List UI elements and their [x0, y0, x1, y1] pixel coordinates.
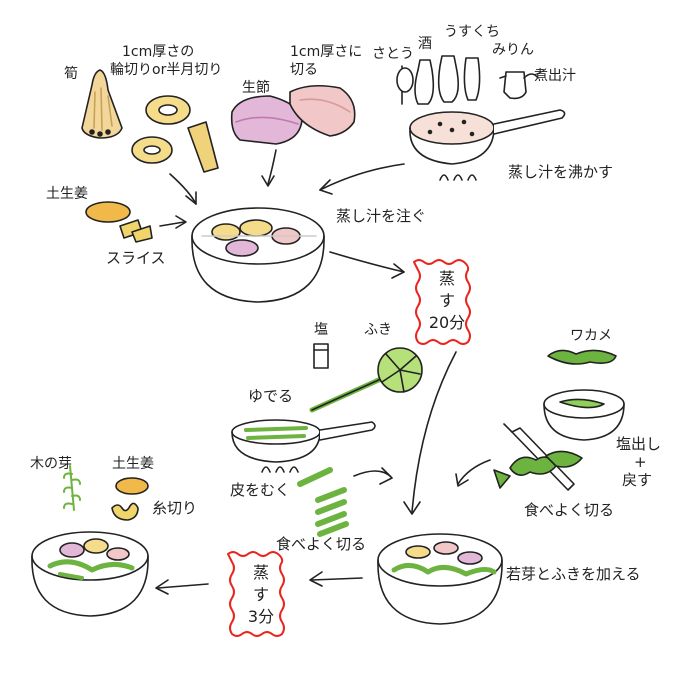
label-usukuchi: うすくち — [444, 24, 500, 40]
knife-icon — [493, 423, 583, 491]
kinome-icon — [63, 465, 81, 511]
label-bamboo-cut-1: 1cm厚さの — [122, 44, 195, 60]
arrow-bamboo — [169, 173, 197, 205]
fuki-icon — [309, 347, 423, 413]
ginger-icon — [85, 201, 153, 243]
steam-stamp-1-line-3: 20分 — [428, 313, 466, 332]
label-sugar: さとう — [372, 46, 414, 62]
steam-stamp-2-border — [227, 551, 285, 637]
label-kinome: 木の芽 — [30, 456, 72, 472]
label-mirin: みりん — [492, 42, 534, 58]
boiling-pan-icon — [231, 419, 376, 473]
label-ginger: 土生姜 — [46, 186, 88, 202]
seasoning-bottles-icon — [396, 55, 539, 105]
label-boil-stock: 蒸し汁を沸かす — [508, 163, 614, 181]
fuki-pieces-icon — [297, 467, 349, 537]
label-bamboo: 筍 — [64, 66, 78, 82]
arrow-to-steam1 — [329, 251, 405, 273]
bonito-icon — [230, 84, 356, 145]
stock-pot-icon — [409, 109, 566, 181]
label-peel: 皮をむく — [230, 481, 291, 499]
label-desalt-3: 戻す — [622, 471, 653, 489]
label-bamboo-cut-2: 輪切りor半月切り — [110, 62, 223, 78]
steam-stamp-2-line-3: 3分 — [247, 607, 275, 626]
arrow-ginger — [159, 221, 185, 227]
main-bowl-icon — [191, 207, 325, 303]
label-wakame: ワカメ — [570, 328, 612, 344]
label-sake: 酒 — [418, 36, 432, 52]
label-add: 若芽とふきを加える — [506, 565, 641, 583]
steam-stamp-1: 蒸 す 20分 — [420, 268, 474, 334]
label-bonito-cut-2: 切る — [290, 62, 318, 78]
bamboo-slice-icon — [131, 95, 219, 173]
label-cut-fuki: 食べよく切る — [276, 535, 367, 553]
bamboo-shoot-icon — [81, 69, 123, 139]
label-boil: ゆでる — [248, 387, 294, 405]
label-slice: スライス — [106, 249, 166, 267]
label-desalt-2: + — [634, 453, 647, 471]
steam-stamp-1-line-1: 蒸 — [438, 269, 455, 288]
steam-stamp-2: 蒸 す 3分 — [234, 562, 288, 628]
second-bowl-icon — [377, 533, 503, 625]
label-cut-wakame: 食べよく切る — [524, 501, 615, 519]
wakame-bowl-icon — [543, 349, 625, 441]
label-bonito-cut-1: 1cm厚さに — [290, 44, 363, 60]
steam-stamp-1-border — [413, 259, 471, 345]
arrow-stock — [319, 163, 405, 191]
salt-icon — [313, 343, 329, 369]
label-julienne: 糸切り — [152, 499, 198, 517]
label-desalt-1: 塩出し — [616, 435, 662, 453]
label-fuki: ふき — [364, 322, 392, 338]
steam-stamp-2-line-1: 蒸 — [252, 563, 269, 582]
label-ginger2: 土生姜 — [112, 456, 154, 472]
label-stock: 煮出汁 — [534, 68, 576, 84]
label-bonito: 生節 — [242, 80, 270, 96]
final-bowl-icon — [31, 531, 149, 617]
label-pour-stock: 蒸し汁を注ぐ — [336, 207, 427, 225]
ginger-garnish-icon — [111, 477, 149, 521]
steam-stamp-1-line-2: す — [438, 291, 455, 310]
arrow-bonito — [267, 149, 277, 185]
steam-stamp-2-line-2: す — [252, 585, 269, 604]
label-salt: 塩 — [314, 322, 328, 338]
